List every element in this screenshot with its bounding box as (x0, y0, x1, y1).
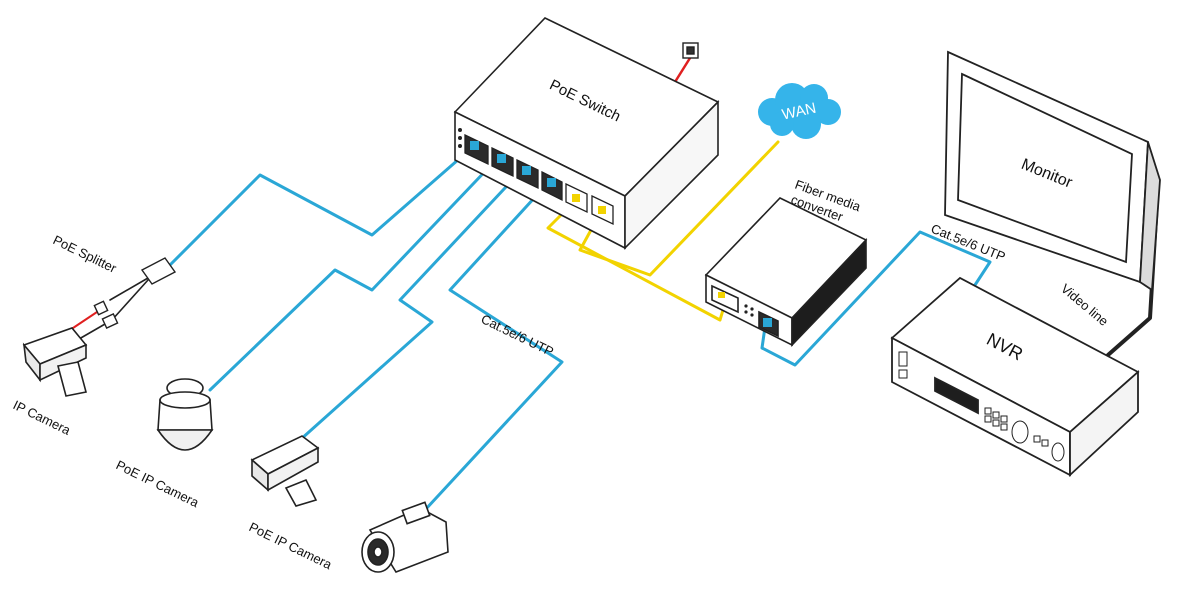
nvr-side-face (1069, 370, 1139, 478)
cable-label-center: Cat.5e/6 UTP (479, 311, 556, 359)
fiber-media-converter (704, 197, 868, 347)
monitor-screen (957, 72, 1133, 264)
cable-switch-to-box-camera (298, 170, 522, 442)
poe-switch (453, 17, 720, 250)
wan-label: WAN (780, 100, 817, 124)
cable-switch-to-splitter (163, 150, 469, 272)
cable-converter-to-nvr (760, 230, 992, 367)
ip-camera-label: IP Camera (11, 397, 74, 438)
poe-splitter-label: PoE Splitter (51, 232, 120, 276)
poe-ip-camera-label-1: PoE IP Camera (114, 457, 202, 510)
converter-leds (744, 304, 754, 317)
dome-camera-icon (156, 378, 214, 451)
bullet-camera-icon (361, 501, 449, 573)
ip-camera-icon (22, 327, 88, 397)
cable-switch-to-dome-camera (208, 160, 496, 392)
nvr-buttons (898, 351, 1065, 462)
box-camera-icon (250, 435, 320, 507)
switch-led (458, 136, 462, 140)
cable-switch-to-bullet-camera (423, 182, 564, 512)
port-plugs (470, 141, 606, 214)
poe-ip-camera-label-2: PoE IP Camera (247, 519, 335, 572)
wan-cloud-icon (758, 83, 841, 139)
nvr (890, 276, 1140, 478)
nvr-disk-slot (934, 376, 979, 415)
switch-led (458, 128, 462, 132)
switch-side-face (624, 100, 719, 250)
video-line-label: Video line (1058, 281, 1111, 329)
monitor-stand (1139, 141, 1161, 292)
poe-splitter (93, 257, 177, 329)
converter-side-face (791, 237, 867, 347)
power-outlet-icon (682, 42, 699, 59)
switch-led (458, 144, 462, 148)
monitor (944, 50, 1161, 292)
